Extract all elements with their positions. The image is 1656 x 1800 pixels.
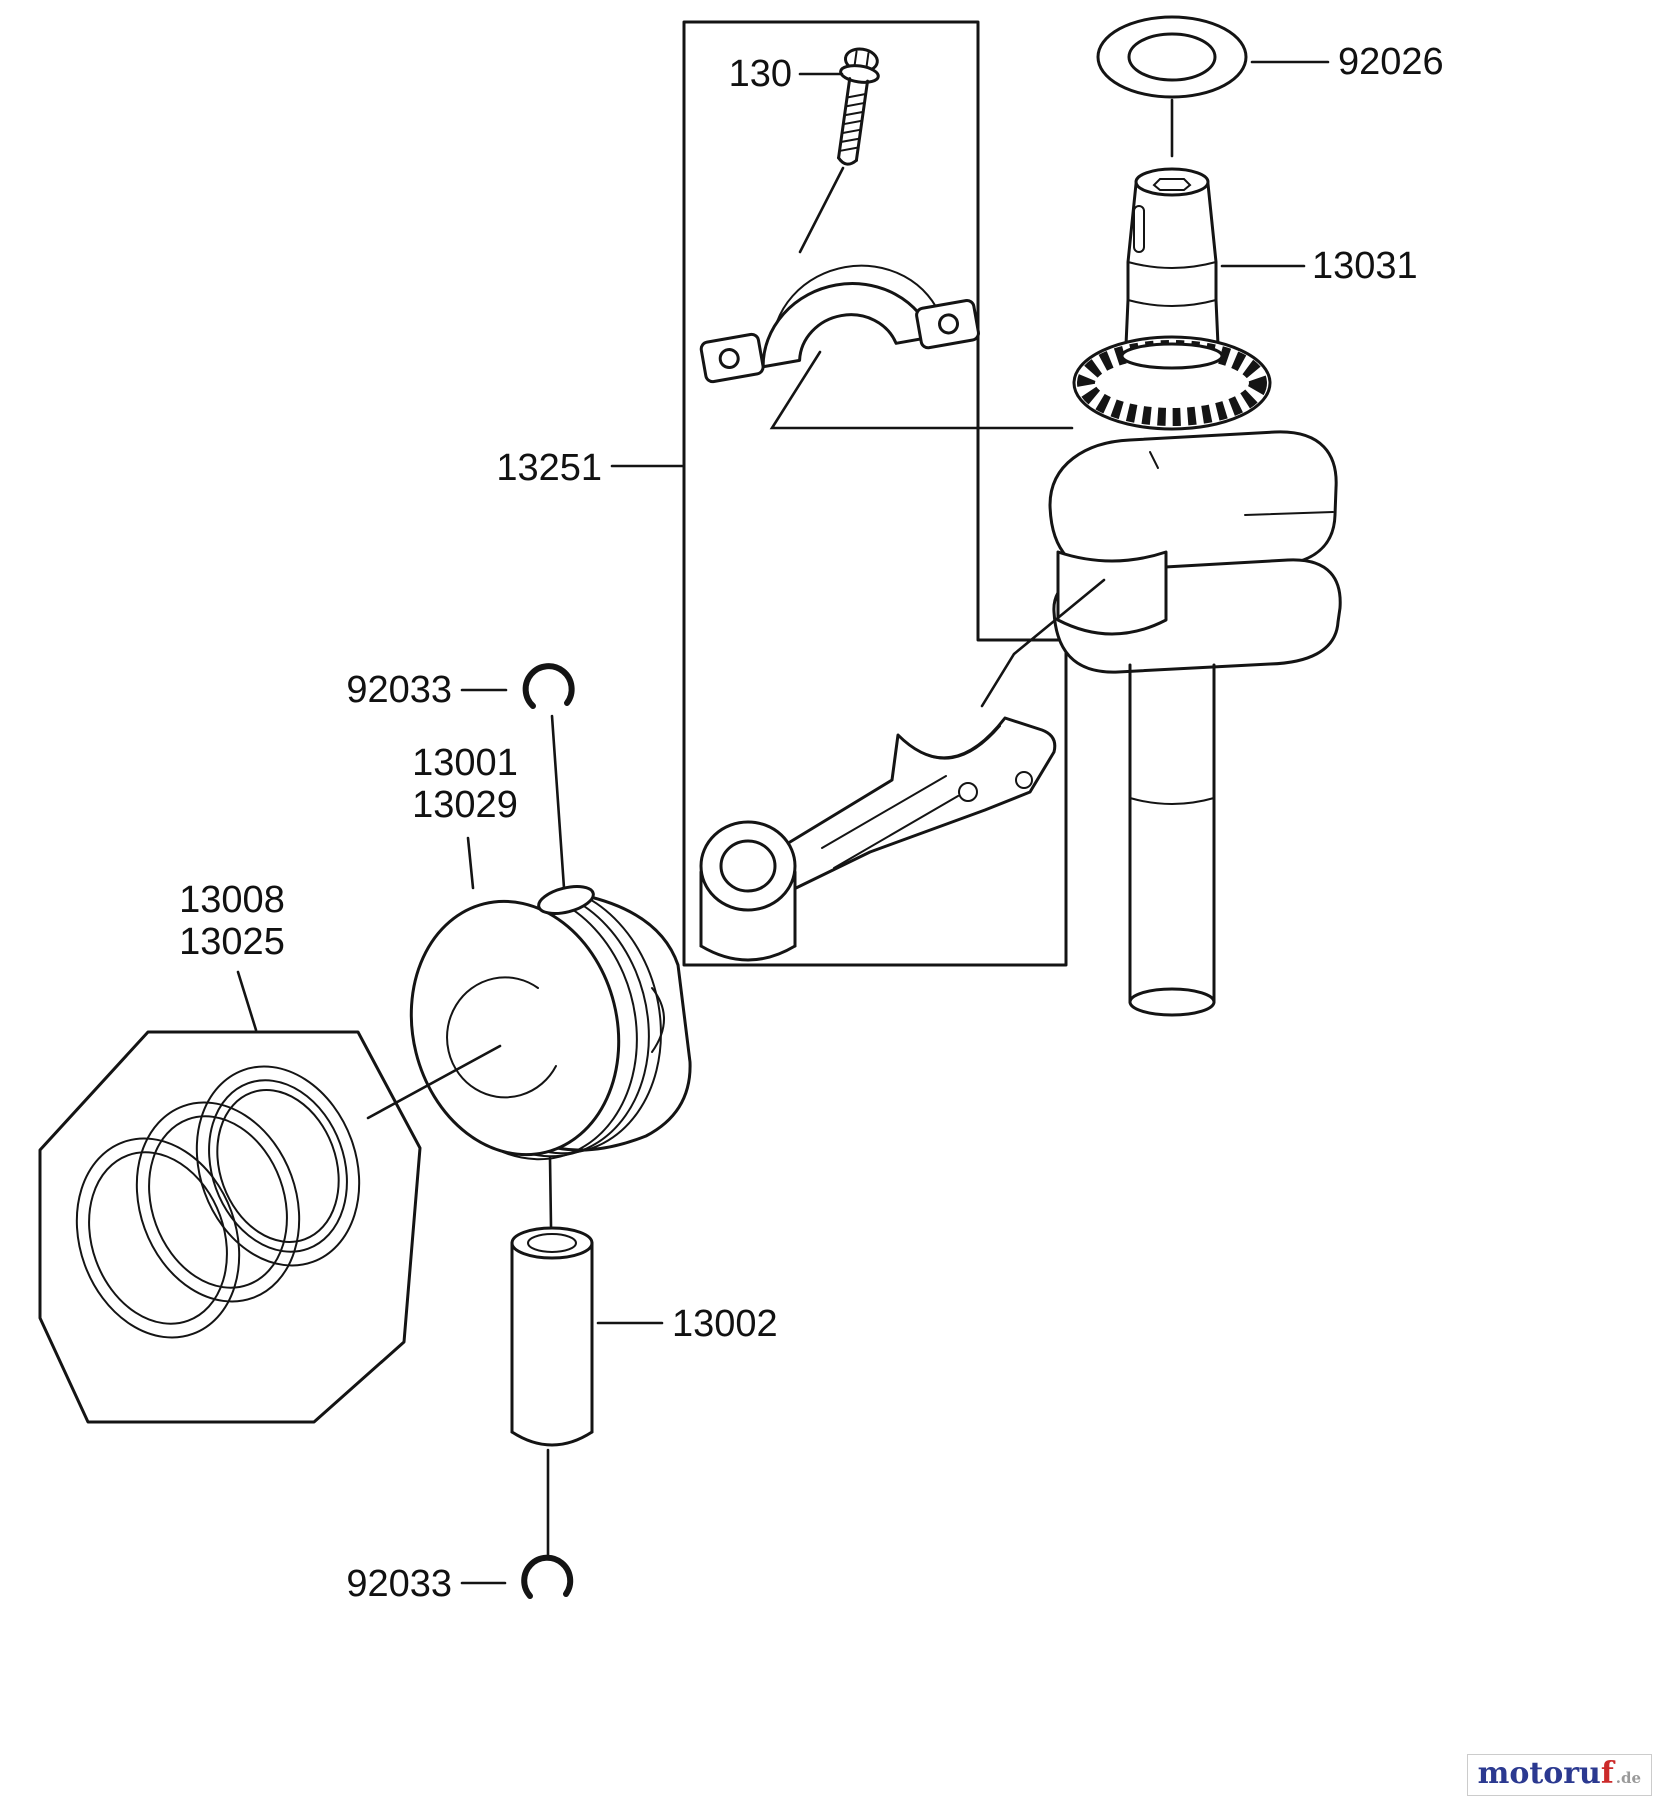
ring-3 (195, 1065, 361, 1267)
ring-set-drawing (75, 1065, 361, 1339)
connecting-rod-drawing (699, 716, 1057, 962)
rod-bolt-hole-left (958, 782, 978, 802)
cap-bolt-hole-right (938, 313, 960, 335)
piston-label-b: 13029 (412, 784, 518, 826)
crankshaft-label: 13031 (1312, 245, 1418, 287)
rings-label-line (236, 970, 258, 1032)
circlip-to-piston-line (550, 714, 566, 890)
watermark-brand-accent: f (1600, 1756, 1614, 1791)
ring-2 (135, 1101, 301, 1303)
piston-pin-drawing (510, 1226, 594, 1447)
timing-gear (1072, 335, 1272, 431)
piston-label-a: 13001 (412, 742, 518, 784)
washer-drawing (1096, 15, 1248, 99)
piston-drawing (409, 885, 692, 1161)
circlip-bottom-drawing (521, 1554, 574, 1599)
rod-bolt-hole-right (1015, 771, 1033, 789)
washer-label: 92026 (1338, 41, 1444, 83)
crankshaft-drawing (1048, 15, 1342, 1017)
rod-cap-drawing (699, 264, 980, 384)
bolt-label: 130 (729, 53, 792, 95)
ring-1 (75, 1137, 241, 1339)
piston-pin-label: 13002 (672, 1303, 778, 1345)
cap-pointer-line (769, 350, 1074, 430)
crank-pin (1056, 550, 1168, 636)
rings-to-piston-line (366, 1044, 502, 1120)
crankpin-pointer-line (980, 578, 1106, 708)
rings-label-b: 13025 (179, 921, 285, 963)
watermark-tld: .de (1615, 1769, 1641, 1787)
bolt-drawing (837, 47, 880, 166)
bolt-pointer-line (798, 166, 845, 254)
lower-journal (1128, 663, 1216, 1017)
piston-crown-face (409, 899, 621, 1157)
watermark-logo[interactable]: motoru f .de (1466, 1754, 1652, 1796)
shaft-keyway (1133, 205, 1145, 253)
piston-pin-bore (537, 885, 595, 915)
rings-label-a: 13008 (179, 879, 285, 921)
circlip-top-label: 92033 (346, 669, 452, 711)
assembly-label: 13251 (496, 447, 602, 489)
shaft-hex-socket (1152, 178, 1192, 191)
ring-set-boundary (38, 1030, 422, 1424)
piston-label-line (466, 836, 475, 890)
piston-to-pin-line (548, 1156, 553, 1228)
watermark-brand-main: motoru (1477, 1756, 1601, 1791)
cap-bolt-hole-left (718, 348, 740, 370)
upper-crank-web (1048, 430, 1338, 576)
circlip-bottom-label: 92033 (346, 1563, 452, 1605)
circlip-top-drawing (522, 663, 575, 709)
